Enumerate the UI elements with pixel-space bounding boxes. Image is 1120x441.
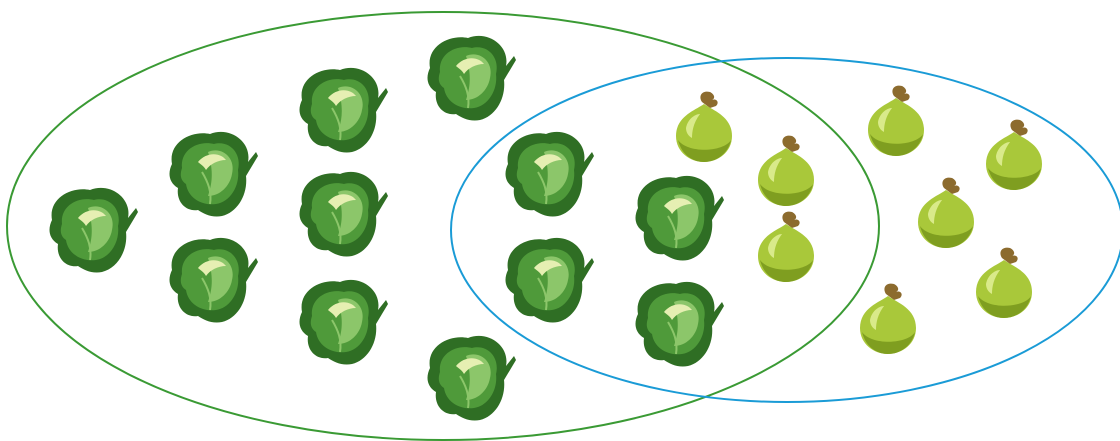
cabbage-icon [428, 336, 516, 421]
cabbage-icon [300, 68, 388, 153]
cabbage-icon [506, 132, 594, 217]
items-layer [50, 36, 1042, 421]
cabbage-icon [300, 172, 388, 257]
cabbage-icon [170, 238, 258, 323]
onion-icon [758, 212, 814, 282]
onion-icon [918, 178, 974, 248]
onion-icon [860, 284, 916, 354]
cabbage-icon [506, 238, 594, 323]
onion-icon [976, 248, 1032, 318]
onion-icon [758, 136, 814, 206]
cabbage-icon [170, 132, 258, 217]
cabbage-icon [300, 280, 388, 365]
onion-icon [676, 92, 732, 162]
cabbage-icon [428, 36, 516, 121]
cabbage-icon [636, 282, 724, 367]
onion-icon [986, 120, 1042, 190]
cabbage-icon [636, 176, 724, 261]
cabbage-icon [50, 188, 138, 273]
onion-icon [868, 86, 924, 156]
